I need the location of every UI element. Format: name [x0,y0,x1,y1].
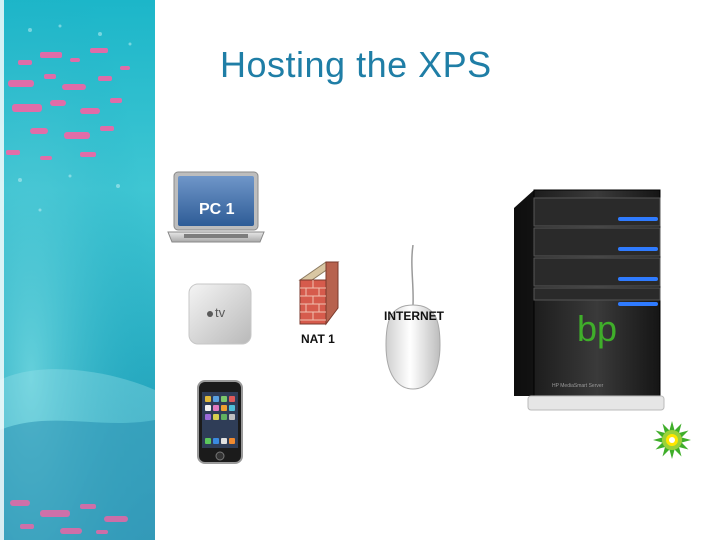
server-icon [514,189,665,411]
firewall-label: NAT 1 [301,332,335,346]
appletv-icon [188,283,252,345]
internet-label: INTERNET [384,309,444,323]
apple-logo-icon [207,311,213,317]
mouse-icon [385,245,441,390]
laptop-label: PC 1 [199,201,235,218]
firewall-icon [298,261,340,326]
bp-helios-logo-icon [653,421,691,459]
slide-title: Hosting the XPS [220,44,492,85]
laptop-icon [167,171,265,243]
decorative-sidebar [0,0,155,540]
server-caption: HP MediaSmart Server [552,383,604,389]
iphone-icon [197,380,243,464]
appletv-label: tv [215,305,226,320]
sidebar-edge [0,0,4,540]
sidebar-pattern [0,0,155,540]
server-brand-label: bp [577,308,618,349]
